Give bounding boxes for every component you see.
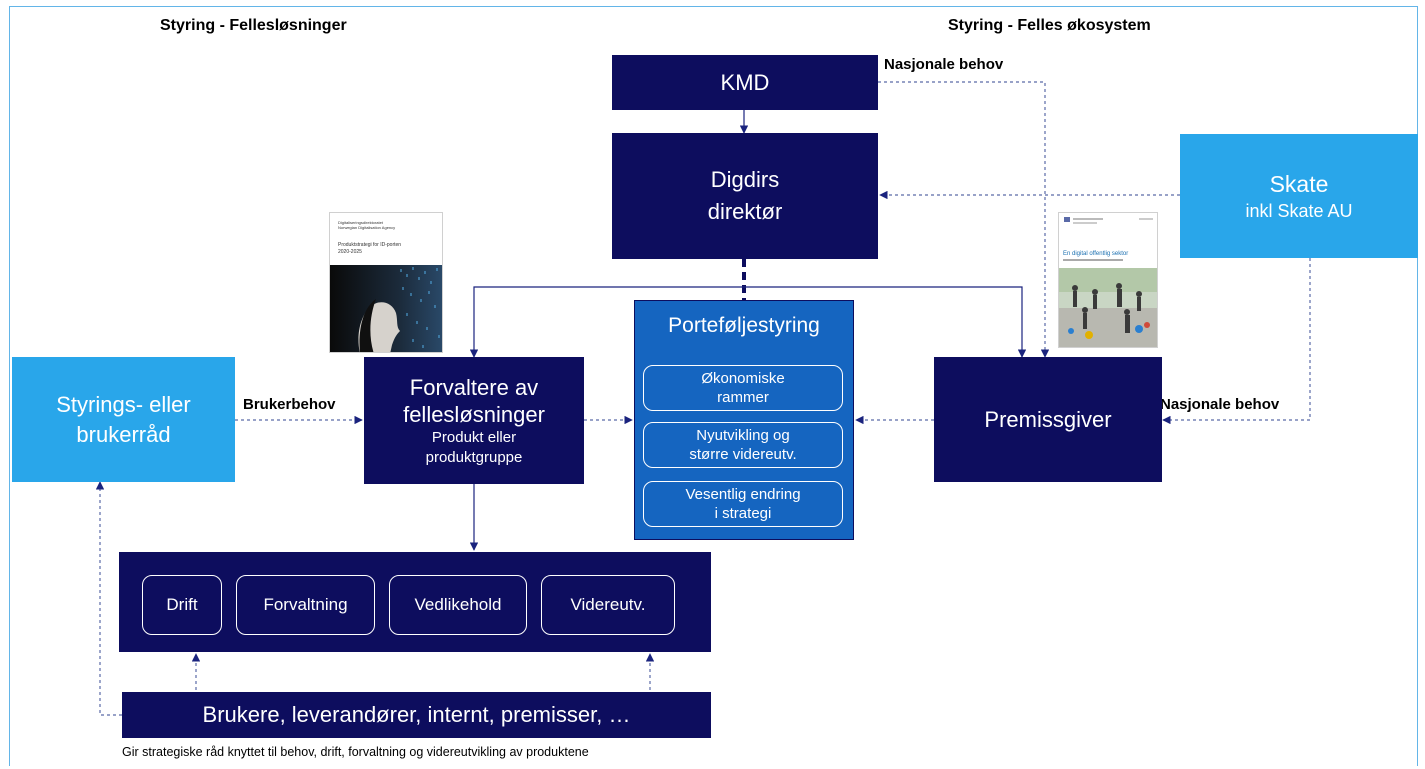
diagram-frame xyxy=(9,6,1418,766)
node-styringsrad-line1: Styrings- eller xyxy=(56,391,191,417)
thumb-left-org-2: Norwegian Digitalisation Agency xyxy=(338,225,396,230)
node-kmd[interactable]: KMD xyxy=(612,55,878,110)
node-skate[interactable]: Skate inkl Skate AU xyxy=(1180,134,1418,258)
label-nasjonale-behov-right: Nasjonale behov xyxy=(1160,396,1280,413)
node-styringsrad-line2: brukerråd xyxy=(76,421,171,447)
node-premissgiver-label: Premissgiver xyxy=(984,406,1112,432)
node-forvaltere-line1: Forvaltere av xyxy=(409,374,539,400)
node-styrings-brukerrad[interactable]: Styrings- eller brukerråd xyxy=(12,357,235,482)
node-skate-subtitle: inkl Skate AU xyxy=(1245,201,1353,221)
thumb-left-title-1: Produktstrategi for ID-porten xyxy=(338,242,402,248)
node-digdir-direktor[interactable]: Digdirs direktør xyxy=(612,133,878,259)
activity-drift[interactable]: Drift xyxy=(142,575,222,635)
node-portefoljestyring[interactable]: Porteføljestyring Økonomiske rammer Nyut… xyxy=(634,300,854,540)
portefolje-item-2-line2: større videreutv. xyxy=(689,446,797,463)
heading-felles-okosystem: Styring - Felles økosystem xyxy=(948,17,1151,34)
node-digdir-line1: Digdirs xyxy=(710,167,780,192)
footnote: Gir strategiske råd knyttet til behov, d… xyxy=(122,745,589,759)
thumb-left-org-1: Digitaliseringsdirektoratet xyxy=(338,220,383,225)
edge-digdir-premissgiver xyxy=(744,286,1027,358)
edge-kmd-premissgiver xyxy=(878,81,1050,358)
node-digdir-line2: direktør xyxy=(707,199,783,224)
thumb-left-title-2: 2020-2025 xyxy=(338,249,362,255)
node-premissgiver[interactable]: Premissgiver xyxy=(934,357,1162,482)
portefolje-item-1-line2: rammer xyxy=(717,389,769,406)
thumb-left-image xyxy=(330,265,442,352)
label-brukerbehov: Brukerbehov xyxy=(243,396,336,413)
heading-fellesløsninger: Styring - Fellesløsninger xyxy=(160,17,347,34)
label-nasjonale-behov-top: Nasjonale behov xyxy=(884,56,1004,73)
portefolje-item-vesentlig-endring[interactable]: Vesentlig endring i strategi xyxy=(643,481,843,527)
portefolje-item-3-line2: i strategi xyxy=(714,505,772,522)
activity-vedlikehold[interactable]: Vedlikehold xyxy=(389,575,527,635)
thumb-right-title: En digital offentlig sektor xyxy=(1063,251,1129,257)
activity-forvaltning[interactable]: Forvaltning xyxy=(236,575,375,635)
node-forvaltere-line3: Produkt eller xyxy=(431,428,517,446)
thumbnail-produktstrategi[interactable]: Digitaliseringsdirektoratet Norwegian Di… xyxy=(329,212,443,353)
portefolje-item-okonomiske-rammer[interactable]: Økonomiske rammer xyxy=(643,365,843,411)
thumbnail-digital-offentlig-sektor[interactable]: En digital offentlig sektor xyxy=(1058,212,1158,348)
thumb-right-image xyxy=(1059,217,1157,347)
node-skate-title: Skate xyxy=(1269,171,1329,197)
activity-videreutv[interactable]: Videreutv. xyxy=(541,575,675,635)
portefolje-item-2-line1: Nyutvikling og xyxy=(696,427,790,444)
edge-brukere-styringsrad xyxy=(95,481,122,716)
node-forvaltere[interactable]: Forvaltere av fellesløsninger Produkt el… xyxy=(364,357,584,484)
node-activities: Drift Forvaltning Vedlikehold Videreutv. xyxy=(119,552,711,652)
node-forvaltere-line4: produktgruppe xyxy=(425,448,523,466)
portefolje-item-3-line1: Vesentlig endring xyxy=(685,486,801,503)
edge-digdir-forvaltere xyxy=(469,286,744,358)
node-forvaltere-line2: fellesløsninger xyxy=(403,401,545,427)
node-brukere-label: Brukere, leverandører, internt, premisse… xyxy=(202,702,631,727)
node-portefolje-title: Porteføljestyring xyxy=(668,314,820,337)
portefolje-item-nyutvikling[interactable]: Nyutvikling og større videreutv. xyxy=(643,422,843,468)
edge-skate-premissgiver xyxy=(1162,258,1311,425)
portefolje-item-1-line1: Økonomiske xyxy=(701,370,785,387)
node-kmd-label: KMD xyxy=(720,69,770,95)
node-brukere[interactable]: Brukere, leverandører, internt, premisse… xyxy=(122,692,711,738)
